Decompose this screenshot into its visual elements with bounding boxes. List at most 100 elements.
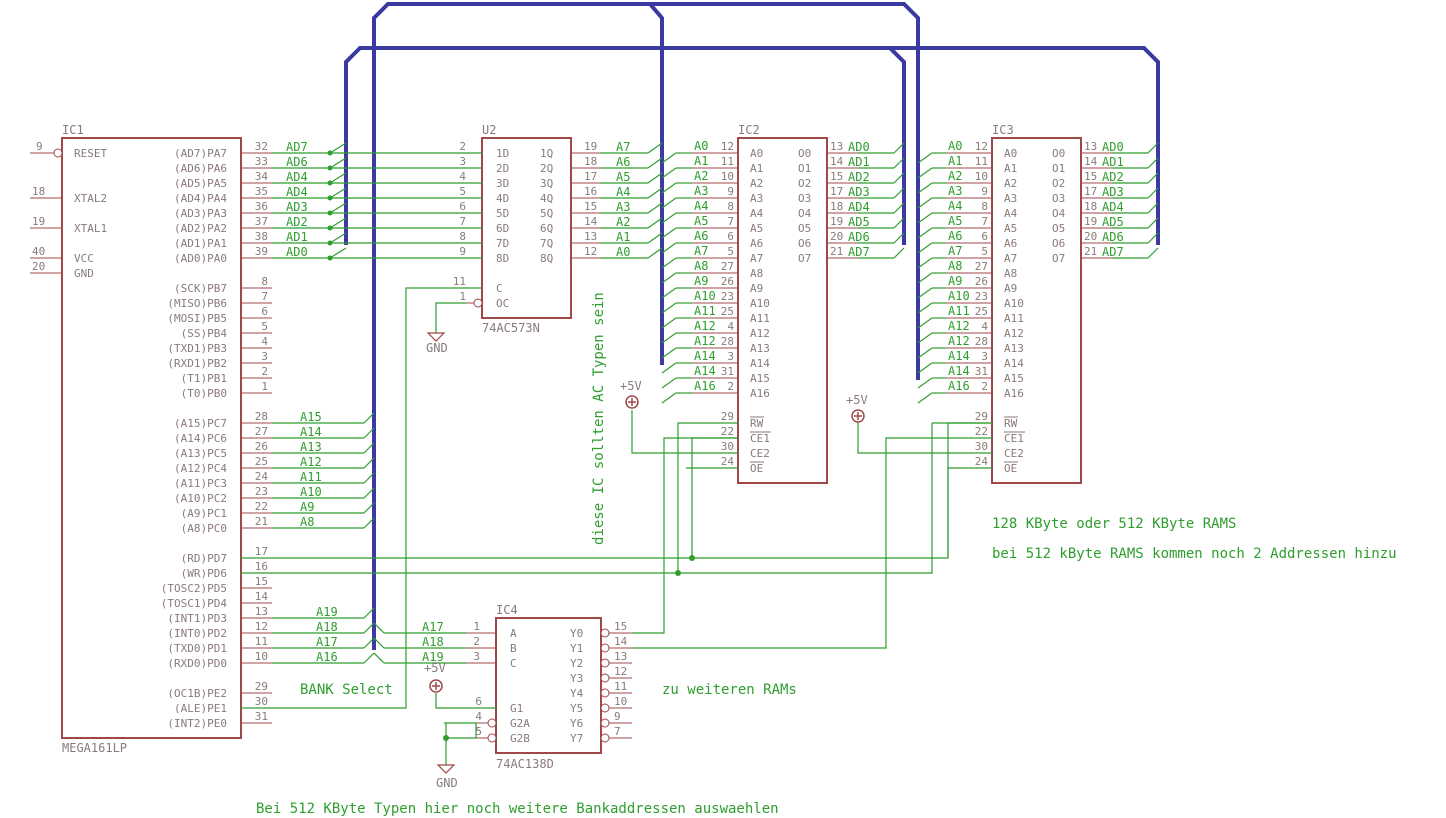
net-label: AD0 [1102, 140, 1124, 154]
pin-number: 12 [975, 140, 988, 153]
pin-name: A9 [750, 282, 763, 295]
net-label: AD4 [1102, 200, 1124, 214]
pin-name: 4Q [540, 192, 553, 205]
pin-name: O2 [798, 177, 811, 190]
pin-name: A10 [750, 297, 770, 310]
pin-number: 31 [255, 710, 268, 723]
pin-number: 11 [255, 635, 268, 648]
pin-name: XTAL2 [74, 192, 107, 205]
pin-name: (TXD0)PD1 [167, 642, 227, 655]
pin-name: Y1 [570, 642, 583, 655]
ic4-value: 74AC138D [496, 757, 554, 771]
pin-name: Y2 [570, 657, 583, 670]
net-label: A3 [616, 200, 630, 214]
pin-name: A7 [1004, 252, 1017, 265]
pin-number: 16 [255, 560, 268, 573]
pin-name: CE1 [750, 432, 770, 445]
pin-number: 30 [255, 695, 268, 708]
pin-number: 6 [261, 305, 268, 318]
pin-number: 16 [584, 185, 597, 198]
pin-name: 3Q [540, 177, 553, 190]
pin-number: 12 [614, 665, 627, 678]
pin-number: 29 [255, 680, 268, 693]
pin-number: 10 [975, 170, 988, 183]
pin-name: A3 [750, 192, 763, 205]
net-label: A16 [316, 650, 338, 664]
pin-name: A16 [750, 387, 770, 400]
net-label: A0 [616, 245, 630, 259]
pin-name: (INT0)PD2 [167, 627, 227, 640]
net-label: A13 [300, 440, 322, 454]
pin-name: A6 [1004, 237, 1017, 250]
pin-number: 13 [584, 230, 597, 243]
pin-name: A14 [750, 357, 770, 370]
net-label: AD4 [848, 200, 870, 214]
net-label: A6 [948, 229, 962, 243]
pin-name: (AD2)PA2 [174, 222, 227, 235]
pin-name: (A14)PC6 [174, 432, 227, 445]
pin-number: 1 [459, 290, 466, 303]
pin-name: A4 [1004, 207, 1018, 220]
pin-number: 15 [1084, 170, 1097, 183]
pin-name: (A10)PC2 [174, 492, 227, 505]
pin-number: 28 [255, 410, 268, 423]
pin-number: 24 [721, 455, 735, 468]
pin-number: 33 [255, 155, 268, 168]
pin-name: VCC [74, 252, 94, 265]
pin-name: 7Q [540, 237, 553, 250]
pin-number: 5 [981, 245, 988, 258]
pin-number: 17 [830, 185, 843, 198]
pin-number: 24 [975, 455, 989, 468]
pin-name: G1 [510, 702, 523, 715]
net-label: A1 [948, 154, 962, 168]
pin-name: O0 [798, 147, 811, 160]
pin-name: A1 [1004, 162, 1017, 175]
net-label: AD4 [286, 185, 308, 199]
pin-name: O7 [1052, 252, 1065, 265]
pin-number: 23 [975, 290, 988, 303]
pin-number: 3 [261, 350, 268, 363]
pin-number: 9 [36, 140, 43, 153]
pin-name: (TOSC2)PD5 [161, 582, 227, 595]
pin-number: 19 [32, 215, 45, 228]
pin-name: (RD)PD7 [181, 552, 227, 565]
pin-name: A [510, 627, 517, 640]
pin-name: 1D [496, 147, 509, 160]
pin-name: A14 [1004, 357, 1024, 370]
net-label: AD5 [1102, 215, 1124, 229]
pin-name: Y7 [570, 732, 583, 745]
net-label: AD1 [1102, 155, 1124, 169]
net-label: A8 [694, 259, 708, 273]
ic1-left-pins: 9 RESET 18 XTAL2 19 XTAL1 40 VCC 20 GND [30, 140, 107, 280]
pin-name: CE1 [1004, 432, 1024, 445]
pin-name: A6 [750, 237, 763, 250]
ic4-gnd-label: GND [436, 776, 458, 790]
pin-number: 30 [975, 440, 988, 453]
pin-number: 11 [614, 680, 627, 693]
pin-number: 22 [975, 425, 988, 438]
pin-name: A0 [750, 147, 763, 160]
pin-number: 6 [475, 695, 482, 708]
net-label: A4 [948, 199, 962, 213]
pin-name: CE2 [1004, 447, 1024, 460]
pin-number: 1 [473, 620, 480, 633]
pin-name: O3 [1052, 192, 1065, 205]
net-label: A7 [694, 244, 708, 258]
net-label: A3 [948, 184, 962, 198]
pin-name: (AD3)PA3 [174, 207, 227, 220]
note-zu-weiteren: zu weiteren RAMs [662, 682, 797, 698]
pin-name: A8 [1004, 267, 1017, 280]
note-ram-size: 128 KByte oder 512 KByte RAMS [992, 516, 1236, 532]
pin-name: (AD0)PA0 [174, 252, 227, 265]
pin-name: 5Q [540, 207, 553, 220]
pin-number: 22 [721, 425, 734, 438]
pin-name: (INT1)PD3 [167, 612, 227, 625]
pin-number: 35 [255, 185, 268, 198]
pin-number: 8 [727, 200, 734, 213]
pin-number: 18 [1084, 200, 1097, 213]
pin-number: 14 [255, 590, 269, 603]
pin-number: 26 [975, 275, 988, 288]
pin-number: 28 [975, 335, 988, 348]
wires [241, 287, 992, 774]
